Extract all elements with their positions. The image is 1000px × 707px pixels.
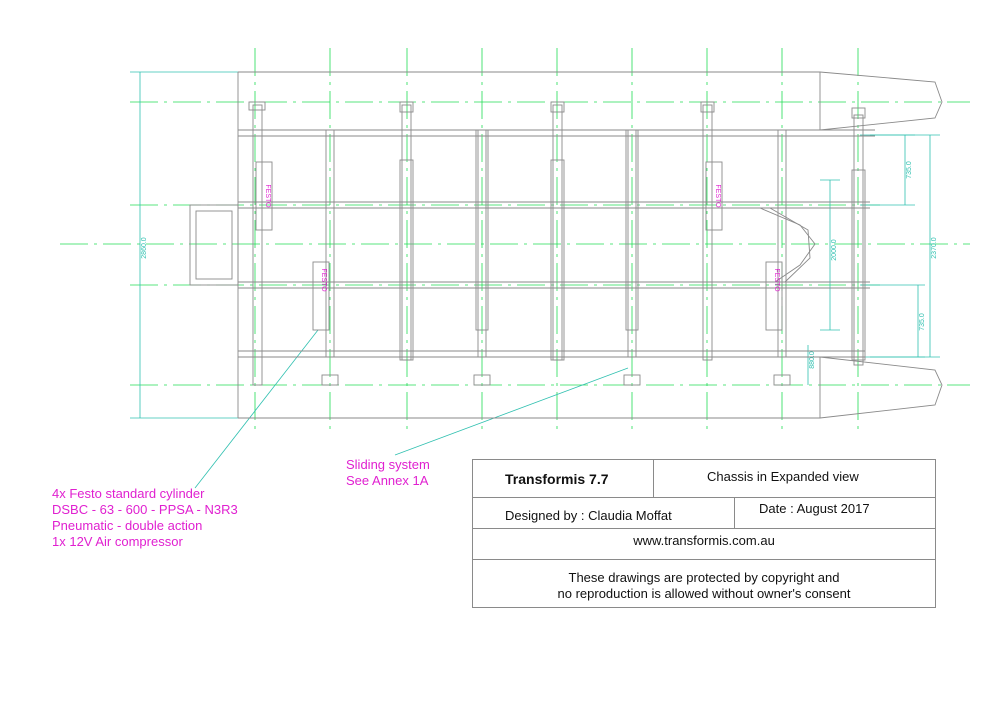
dim-edge-offset: 880.0	[809, 351, 816, 369]
dim-lower-offset: 735.0	[919, 313, 926, 331]
note-line: See Annex 1A	[346, 473, 429, 488]
cylinder-1: FESTO	[255, 161, 273, 231]
cylinder-label: FESTO	[773, 268, 780, 292]
centerlines	[60, 48, 970, 430]
title-block: Transformis 7.7 Chassis in Expanded view…	[472, 459, 936, 608]
dim-center-span: 2000.0	[831, 239, 838, 261]
dimension-texts: 2860.0 2370.0 2000.0 735.0 735.0 880.0	[141, 161, 938, 369]
festo-cylinders: FESTO FESTO FESTO FESTO	[255, 161, 783, 331]
designer: Designed by : Claudia Moffat	[505, 508, 672, 523]
cylinder-label: FESTO	[714, 184, 721, 208]
chassis-outline	[189, 71, 943, 419]
cylinder-label: FESTO	[264, 184, 271, 208]
date: Date : August 2017	[759, 501, 870, 516]
note-line: Pneumatic - double action	[52, 518, 203, 533]
cylinder-spec-note: 4x Festo standard cylinder DSBC - 63 - 6…	[52, 486, 238, 550]
view-title: Chassis in Expanded view	[707, 469, 859, 484]
dimension-lines	[130, 71, 940, 489]
website: www.transformis.com.au	[633, 533, 775, 548]
cylinder-2: FESTO	[312, 261, 330, 331]
cylinder-label: FESTO	[320, 268, 327, 292]
copyright-line-1: These drawings are protected by copyrigh…	[568, 570, 840, 585]
note-line: 1x 12V Air compressor	[52, 534, 183, 549]
note-line: Sliding system	[346, 457, 430, 472]
copyright-line-2: no reproduction is allowed without owner…	[557, 586, 851, 601]
sliding-system-note: Sliding system See Annex 1A	[346, 457, 430, 489]
cylinder-4: FESTO	[765, 261, 783, 331]
project-title: Transformis 7.7	[505, 471, 609, 487]
note-line: DSBC - 63 - 600 - PPSA - N3R3	[52, 502, 238, 517]
dim-inner-width: 2370.0	[931, 237, 938, 259]
dim-overall-width: 2860.0	[141, 237, 148, 259]
dim-upper-offset: 735.0	[906, 161, 913, 179]
note-line: 4x Festo standard cylinder	[52, 486, 205, 501]
cylinder-3: FESTO	[705, 161, 723, 231]
